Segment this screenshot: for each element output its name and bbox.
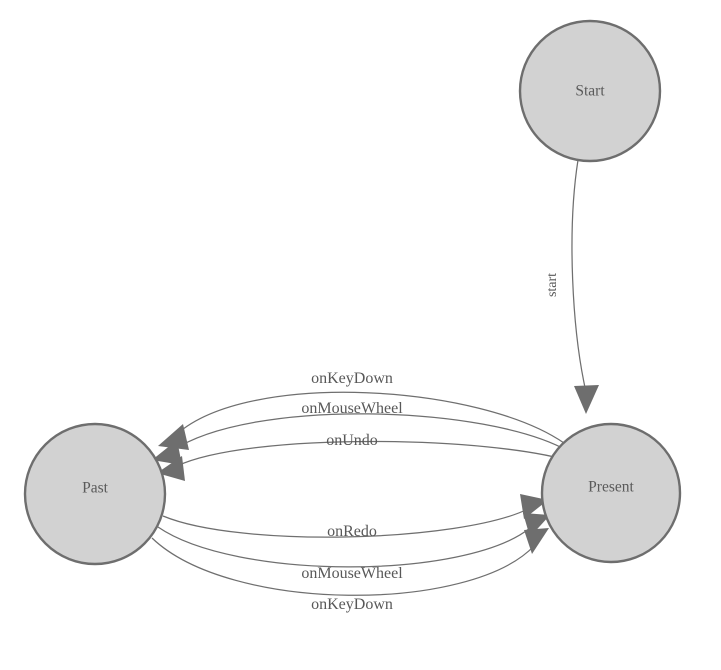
edge-path-past-present-1 bbox=[162, 508, 529, 538]
node-present-label: Present bbox=[588, 479, 634, 496]
edge-path-past-present-3 bbox=[151, 537, 535, 596]
edge-start-to-present[interactable]: start bbox=[545, 159, 599, 414]
edge-label-start: start bbox=[545, 273, 560, 297]
edge-path-present-past-3 bbox=[176, 440, 574, 467]
edge-label-past-present-3: onKeyDown bbox=[311, 596, 393, 613]
edge-label-present-past-3: onUndo bbox=[326, 432, 378, 449]
edge-present-to-past-onkeydown[interactable]: onKeyDown bbox=[158, 370, 565, 450]
node-start[interactable]: Start bbox=[518, 19, 662, 163]
node-start-label: Start bbox=[575, 83, 605, 100]
edge-path-present-past-2 bbox=[171, 413, 569, 452]
arrowhead-into-past-3 bbox=[157, 456, 185, 481]
edge-path-past-present-2 bbox=[157, 526, 531, 568]
node-start-circle bbox=[518, 19, 662, 163]
edge-label-present-past-1: onKeyDown bbox=[311, 370, 393, 387]
node-present-circle bbox=[540, 422, 682, 564]
edge-past-to-present-onkeydown[interactable]: onKeyDown bbox=[151, 528, 549, 613]
edge-path-present-past-1 bbox=[176, 391, 565, 444]
arrowhead-into-past-1 bbox=[158, 424, 189, 450]
edge-label-past-present-1: onRedo bbox=[327, 523, 377, 540]
node-past[interactable]: Past bbox=[23, 422, 167, 566]
edge-label-past-present-2: onMouseWheel bbox=[301, 565, 403, 582]
arrowhead-into-present-top bbox=[574, 385, 599, 414]
edge-present-to-past-onmousewheel[interactable]: onMouseWheel bbox=[152, 400, 569, 465]
edge-present-to-past-onundo[interactable]: onUndo bbox=[157, 432, 574, 481]
arrowhead-into-past-2 bbox=[152, 440, 182, 465]
edge-path-start-present bbox=[571, 159, 587, 393]
node-present[interactable]: Present bbox=[540, 422, 682, 564]
arrowhead-into-present-1 bbox=[520, 494, 548, 519]
edge-past-to-present-onredo[interactable]: onRedo bbox=[162, 494, 548, 540]
node-past-circle bbox=[23, 422, 167, 566]
arrowhead-into-present-3 bbox=[524, 528, 549, 554]
edge-label-present-past-2: onMouseWheel bbox=[301, 400, 403, 417]
node-past-label: Past bbox=[82, 480, 109, 497]
